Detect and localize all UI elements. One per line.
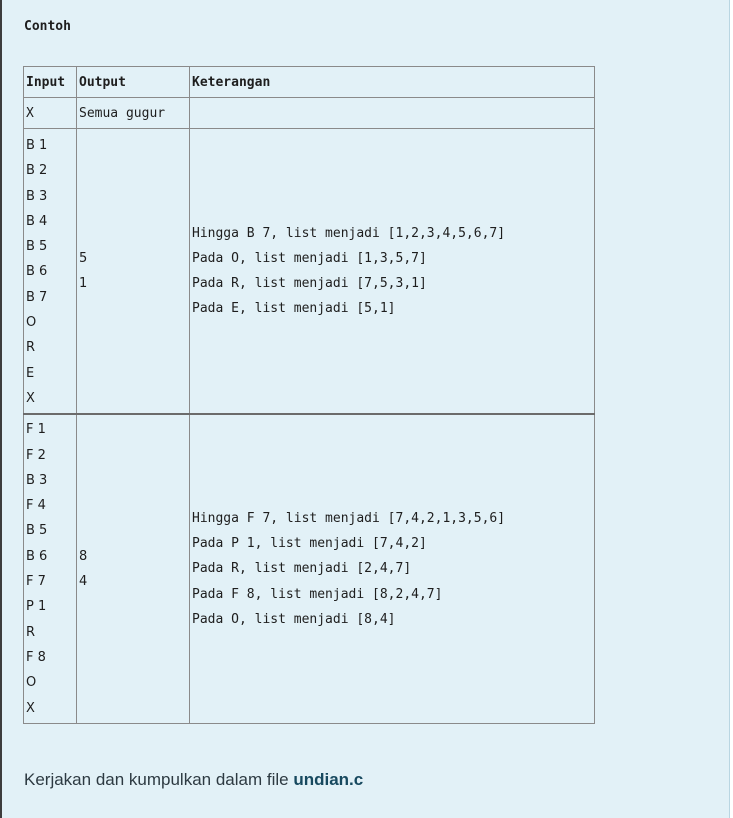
row-2-input: F 1 F 2 B 3 F 4 B 5 B 6 F 7 P 1 R F 8 O … bbox=[23, 413, 77, 724]
row-1-output-line: 5 bbox=[79, 250, 88, 266]
row-1-input-line: X bbox=[26, 390, 35, 406]
row-2-keterangan-line: Pada R, list menjadi [2,4,7] bbox=[192, 561, 412, 577]
row-0-input: X bbox=[23, 97, 77, 129]
table-header-row: Input Output Keterangan bbox=[23, 66, 595, 98]
row-1-input-line: O bbox=[26, 315, 37, 331]
row-1-input: B 1 B 2 B 3 B 4 B 5 B 6 B 7 O R E X bbox=[23, 128, 77, 415]
header-input: Input bbox=[23, 66, 77, 98]
row-2-input-line: P 1 bbox=[26, 599, 47, 615]
row-1-input-line: B 3 bbox=[26, 188, 48, 204]
row-0-output-line: Semua gugur bbox=[79, 105, 166, 121]
row-2-keterangan: Hingga F 7, list menjadi [7,4,2,1,3,5,6]… bbox=[189, 413, 595, 724]
row-1-input-line: B 2 bbox=[26, 163, 48, 179]
filename: undian.c bbox=[293, 770, 364, 789]
row-2-keterangan-line: Pada P 1, list menjadi [7,4,2] bbox=[192, 536, 427, 552]
row-0-output: Semua gugur bbox=[76, 97, 190, 129]
row-1-input-line: B 5 bbox=[26, 239, 48, 255]
row-1-input-line: B 1 bbox=[26, 138, 48, 153]
row-0-input-line: X bbox=[26, 105, 34, 121]
table-row: B 1 B 2 B 3 B 4 B 5 B 6 B 7 O R E X 5 1 bbox=[23, 128, 595, 415]
row-1-keterangan-line: Pada R, list menjadi [7,5,3,1] bbox=[192, 276, 427, 292]
submission-instruction: Kerjakan dan kumpulkan dalam file undian… bbox=[24, 770, 363, 790]
row-2-input-line: F 1 bbox=[26, 422, 46, 438]
row-2-input-line: O bbox=[26, 675, 37, 691]
row-2-input-line: F 2 bbox=[26, 447, 46, 463]
example-table: Input Output Keterangan X Semua gugur B … bbox=[23, 66, 595, 724]
row-2-input-line: F 7 bbox=[26, 574, 46, 590]
row-2-input-line: B 5 bbox=[26, 523, 48, 539]
header-keterangan: Keterangan bbox=[189, 66, 595, 98]
row-2-output-line: 8 bbox=[79, 548, 88, 564]
row-2-input-line: F 8 bbox=[26, 649, 46, 665]
row-1-keterangan-line: Hingga B 7, list menjadi [1,2,3,4,5,6,7] bbox=[192, 225, 506, 241]
row-2-keterangan-line: Pada O, list menjadi [8,4] bbox=[192, 611, 396, 627]
row-1-input-line: E bbox=[26, 365, 35, 381]
row-2-output-line: 4 bbox=[79, 574, 88, 590]
row-1-keterangan: Hingga B 7, list menjadi [1,2,3,4,5,6,7]… bbox=[189, 128, 595, 415]
row-1-input-line: B 7 bbox=[26, 289, 48, 305]
row-1-output-line: 1 bbox=[79, 276, 88, 292]
row-1-input-line: B 4 bbox=[26, 213, 48, 229]
row-1-input-line: B 6 bbox=[26, 264, 48, 280]
row-2-keterangan-line: Pada F 8, list menjadi [8,2,4,7] bbox=[192, 586, 443, 602]
row-2-input-line: F 4 bbox=[26, 498, 46, 514]
table-row: X Semua gugur bbox=[23, 97, 595, 129]
row-2-input-line: B 3 bbox=[26, 472, 48, 488]
row-2-keterangan-line: Hingga F 7, list menjadi [7,4,2,1,3,5,6] bbox=[192, 510, 506, 526]
row-1-keterangan-line: Pada E, list menjadi [5,1] bbox=[192, 301, 396, 317]
row-1-keterangan-line: Pada O, list menjadi [1,3,5,7] bbox=[192, 250, 427, 266]
header-output: Output bbox=[76, 66, 190, 98]
instruction-text: Kerjakan dan kumpulkan dalam file bbox=[24, 770, 294, 789]
row-2-input-line: R bbox=[26, 624, 36, 640]
row-2-input-line: X bbox=[26, 700, 35, 716]
example-heading: Contoh bbox=[24, 19, 71, 34]
row-2-input-line: B 6 bbox=[26, 548, 48, 564]
row-1-input-line: R bbox=[26, 340, 36, 356]
row-0-keterangan bbox=[189, 97, 595, 129]
row-2-output: 8 4 bbox=[76, 413, 190, 724]
row-1-output: 5 1 bbox=[76, 128, 190, 415]
table-row: F 1 F 2 B 3 F 4 B 5 B 6 F 7 P 1 R F 8 O … bbox=[23, 413, 595, 724]
